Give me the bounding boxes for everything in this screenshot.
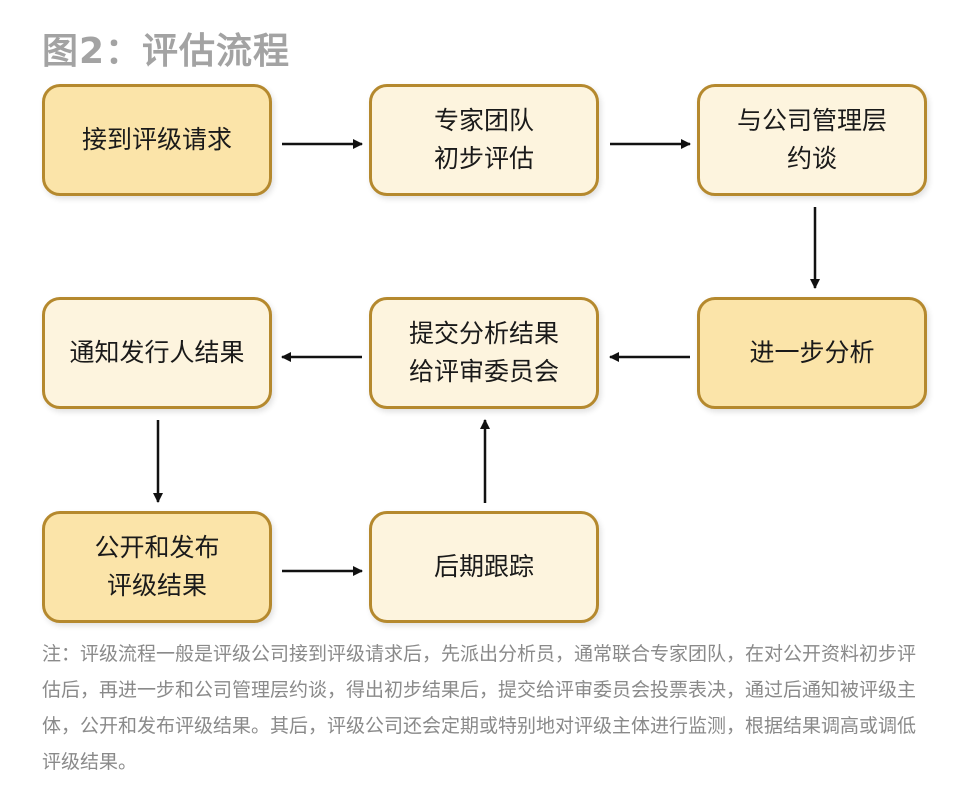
node-label: 评级结果 xyxy=(106,571,207,600)
node-label: 通知发行人结果 xyxy=(69,338,245,367)
node-label: 给评审委员会 xyxy=(408,357,559,386)
node-management-interview: 与公司管理层约谈 xyxy=(697,84,927,196)
node-label: 公开和发布 xyxy=(94,533,220,562)
node-label: 接到评级请求 xyxy=(81,125,232,154)
footnote: 注：评级流程一般是评级公司接到评级请求后，先派出分析员，通常联合专家团队，在对公… xyxy=(42,643,917,773)
node-notify-issuer: 通知发行人结果 xyxy=(42,297,272,409)
node-label: 提交分析结果 xyxy=(408,319,559,348)
node-label: 约谈 xyxy=(786,144,837,173)
node-follow-up-tracking: 后期跟踪 xyxy=(369,511,599,623)
node-publish-results: 公开和发布评级结果 xyxy=(42,511,272,623)
node-further-analysis: 进一步分析 xyxy=(697,297,927,409)
node-receive-request: 接到评级请求 xyxy=(42,84,272,196)
node-expert-team-assessment: 专家团队初步评估 xyxy=(369,84,599,196)
node-label: 后期跟踪 xyxy=(433,552,534,581)
diagram-title: 图2：评估流程 xyxy=(42,31,291,72)
node-label: 进一步分析 xyxy=(749,338,875,367)
node-label: 初步评估 xyxy=(433,144,534,173)
node-label: 专家团队 xyxy=(433,106,534,135)
node-label: 与公司管理层 xyxy=(736,106,887,135)
node-submit-committee: 提交分析结果给评审委员会 xyxy=(369,297,599,409)
